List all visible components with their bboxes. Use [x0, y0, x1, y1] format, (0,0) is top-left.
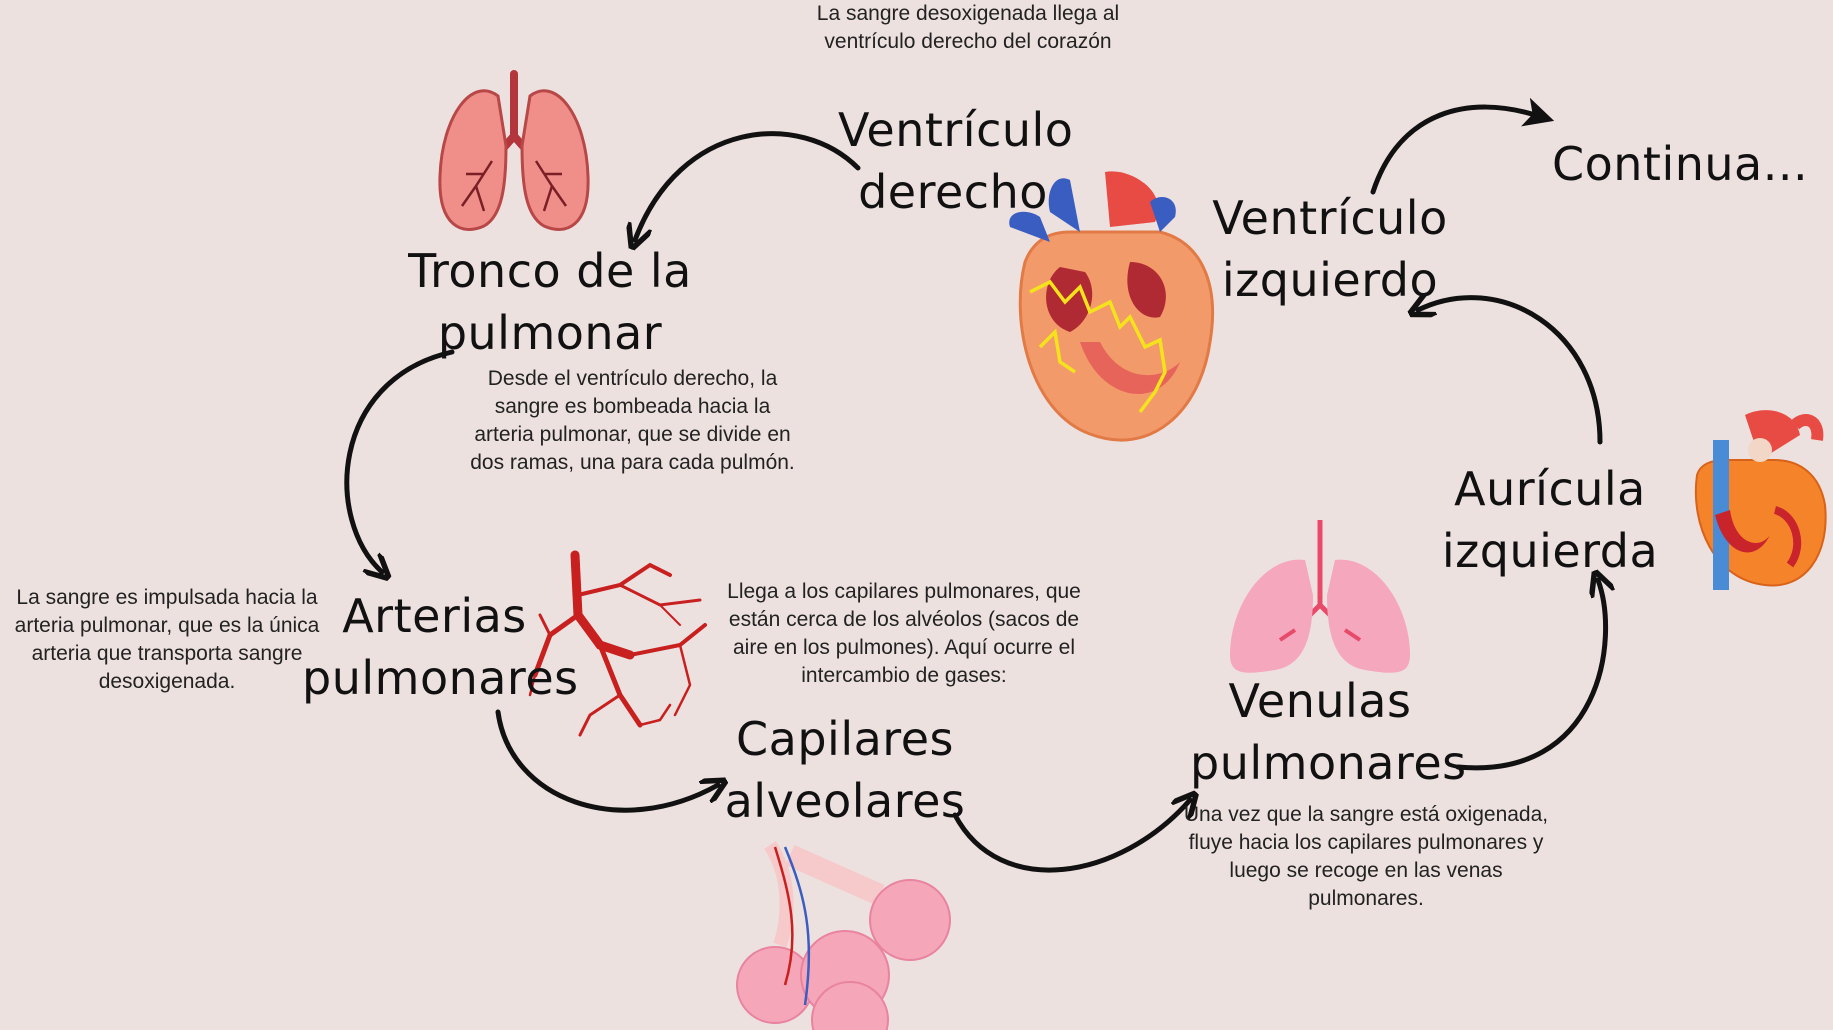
- note-tronco-pulmonar: Desde el ventrículo derecho, la sangre e…: [470, 367, 795, 474]
- arrow-auricula-to-ventriculo-izq: [1418, 298, 1603, 445]
- stage-venulas-pulmonares: Venulas pulmonares: [1190, 670, 1467, 794]
- arrow-venulas-to-auricula: [1455, 580, 1606, 771]
- stage-line1: Ventrículo: [1212, 191, 1448, 245]
- note-capilares-alveolares: Llega a los capilares pulmonares, que es…: [727, 580, 1081, 687]
- arrow-ventriculo-to-tronco: [635, 131, 861, 240]
- stage-line1: Arterias: [342, 589, 527, 643]
- stage-line2: alveolares: [724, 774, 966, 828]
- stage-line1: Venulas: [1228, 674, 1412, 728]
- stage-line2: pulmonares: [1190, 736, 1467, 790]
- note-venulas-pulmonares: Una vez que la sangre está oxigenada, fl…: [1183, 803, 1549, 910]
- stage-line1: Ventrículo: [838, 103, 1074, 157]
- continua-label: Continua...: [1552, 137, 1809, 191]
- stage-line2: izquierda: [1441, 524, 1659, 578]
- stage-tronco-pulmonar: Tronco de la pulmonar: [400, 240, 700, 364]
- arrow-arterias-to-capilares: [495, 709, 718, 813]
- arrow-capilares-to-venulas: [952, 800, 1190, 873]
- stage-line2: pulmonares: [302, 651, 579, 705]
- stage-ventriculo-derecho: Ventrículo derecho: [838, 99, 1074, 223]
- note-ventriculo-derecho: La sangre desoxigenada llega al ventrícu…: [816, 2, 1120, 53]
- stage-line2: derecho: [858, 165, 1048, 219]
- note-arterias-pulmonares: La sangre es impulsada hacia la arteria …: [14, 586, 320, 693]
- stage-arterias-pulmonares: Arterias pulmonares: [302, 585, 579, 709]
- stage-ventriculo-izquierdo: Ventrículo izquierdo: [1210, 187, 1450, 311]
- stage-line1: Aurícula: [1454, 462, 1646, 516]
- arrow-tronco-to-arterias: [344, 349, 455, 572]
- stage-line1: Capilares: [736, 712, 954, 766]
- arrow-ventriculo-izq-to-continua: [1370, 97, 1555, 195]
- stage-capilares-alveolares: Capilares alveolares: [720, 708, 970, 832]
- stage-auricula-izquierda: Aurícula izquierda: [1440, 458, 1660, 582]
- stage-line2: pulmonar: [437, 306, 663, 360]
- stage-line1: Tronco de la: [408, 244, 692, 298]
- stage-line2: izquierdo: [1221, 253, 1439, 307]
